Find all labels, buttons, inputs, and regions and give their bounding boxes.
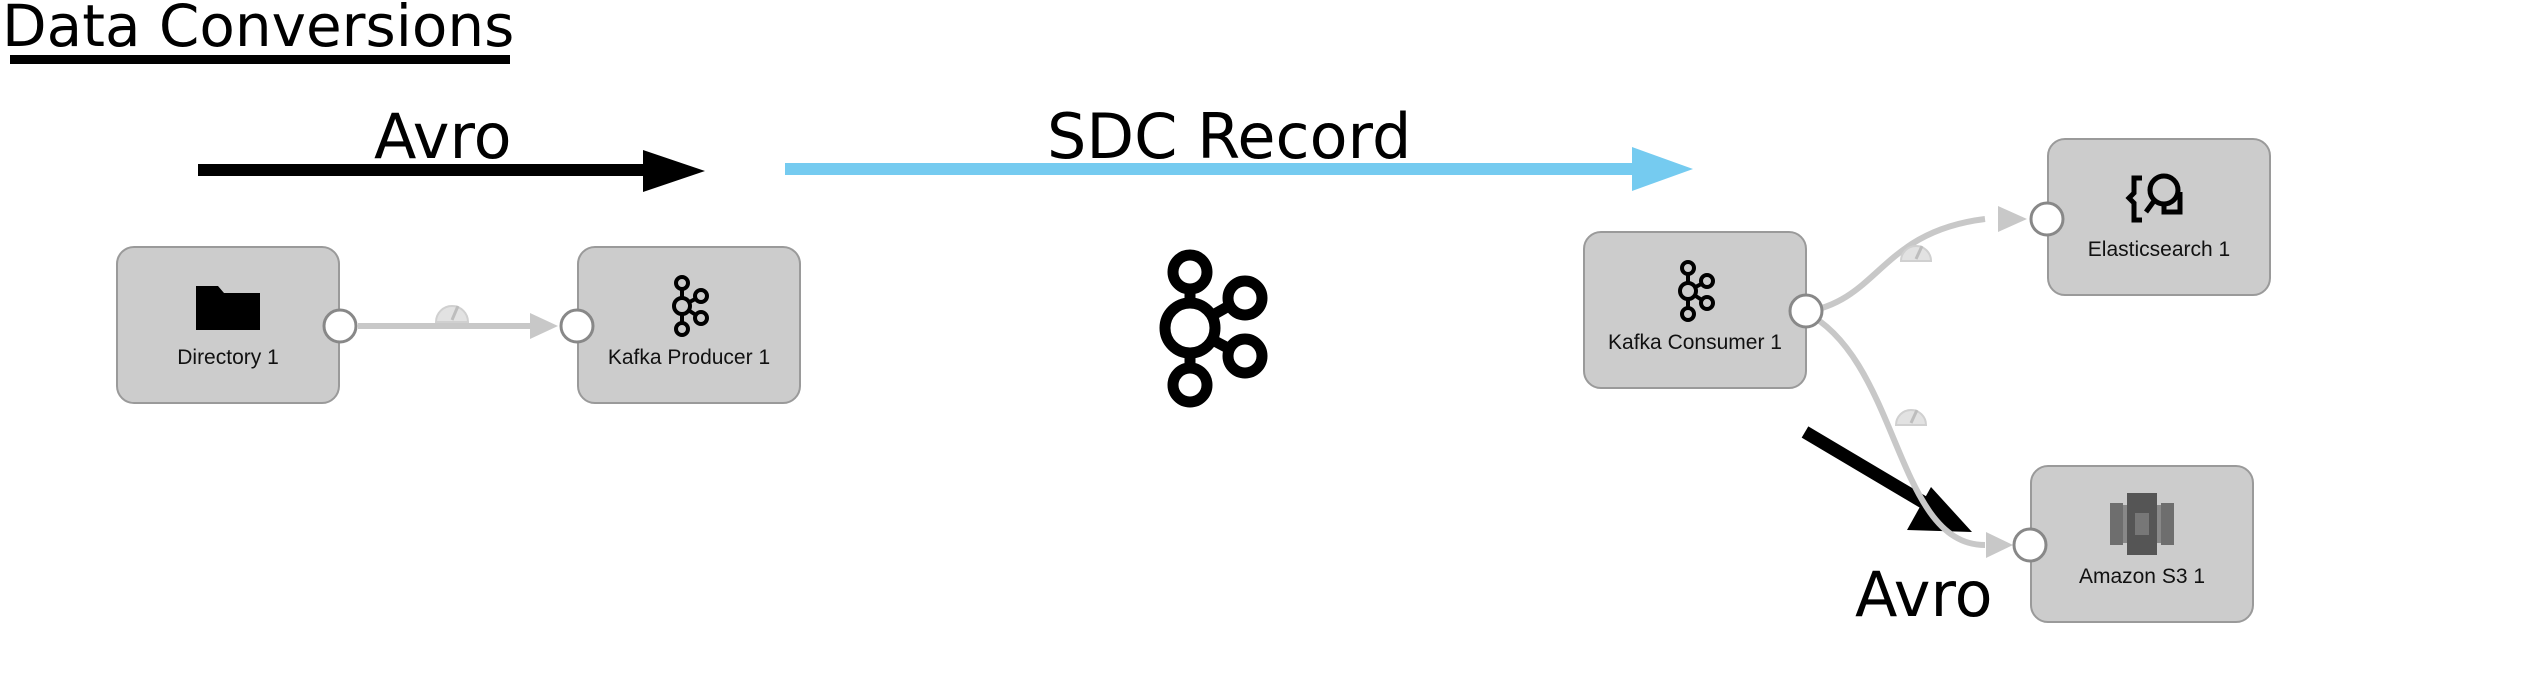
gauge-icon (1894, 409, 1928, 426)
stage-label: Elasticsearch 1 (2087, 238, 2231, 261)
sdc-record-label: SDC Record (1047, 100, 1412, 173)
avro-label-bottom: Avro (1855, 558, 1993, 631)
gauge-icon (434, 305, 470, 323)
stage-elasticsearch[interactable]: Elasticsearch 1 (2047, 138, 2271, 296)
output-port-kafka-consumer[interactable] (1788, 293, 1824, 329)
input-port-elasticsearch[interactable] (2029, 201, 2065, 237)
stage-label: Directory 1 (177, 346, 279, 369)
kafka-logo-icon (1159, 249, 1268, 408)
avro-diagonal-arrow (1801, 426, 1972, 532)
stage-label: Kafka Producer 1 (607, 346, 771, 369)
folder-icon (196, 286, 260, 330)
kafka-icon (1678, 260, 1715, 322)
elasticsearch-icon (2125, 173, 2183, 223)
input-port-amazon-s3[interactable] (2012, 527, 2048, 563)
stage-kafka-producer[interactable]: Kafka Producer 1 (577, 246, 801, 404)
title-underline (10, 55, 510, 64)
sdc-record-arrow (785, 147, 1693, 191)
gauge-icon (1899, 245, 1933, 262)
stage-directory[interactable]: Directory 1 (116, 246, 340, 404)
diagram-title: Data Conversions (2, 0, 515, 60)
stage-kafka-consumer[interactable]: Kafka Consumer 1 (1583, 231, 1807, 389)
avro-arrow (198, 150, 705, 192)
connector-directory-to-producer[interactable] (358, 305, 558, 339)
amazon-s3-icon (2110, 493, 2174, 555)
kafka-icon (672, 275, 709, 337)
stage-label: Amazon S3 1 (2078, 565, 2206, 588)
stage-label: Kafka Consumer 1 (1608, 331, 1782, 354)
avro-label-top: Avro (374, 100, 512, 173)
output-port-directory[interactable] (322, 308, 358, 344)
connector-consumer-to-s3[interactable] (1803, 309, 2013, 558)
connector-consumer-to-elasticsearch[interactable] (1804, 206, 2027, 315)
input-port-kafka-producer[interactable] (559, 308, 595, 344)
